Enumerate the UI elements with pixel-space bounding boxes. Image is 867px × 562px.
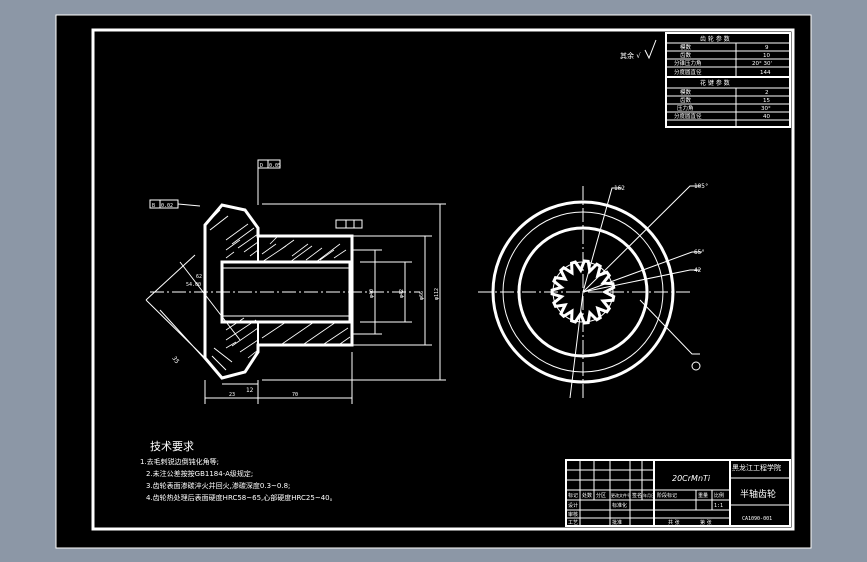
dim-diameter: φ112 — [434, 288, 440, 300]
spline-param-label: 齿数 — [680, 96, 692, 104]
parameter-table — [665, 32, 791, 128]
tb-label-zone: 分区 — [596, 492, 606, 499]
datum-label: D — [260, 163, 263, 169]
tb-label-design: 设计 — [568, 502, 578, 509]
tb-label-sheet-no: 第 张 — [700, 519, 712, 526]
end-view-dims: 162 105° 65° 42 — [614, 183, 708, 274]
dim-radius: 62 — [196, 274, 202, 280]
roughness-symbol — [644, 39, 657, 60]
section-view — [145, 159, 446, 404]
tb-label-weight: 重量 — [698, 492, 708, 499]
tb-label-review: 审核 — [568, 511, 578, 518]
gear-param-label: 分度圆直径 — [674, 68, 702, 76]
spline-teeth — [550, 259, 616, 325]
gear-param-value: 144 — [760, 70, 771, 76]
title-block-text: 20CrMnTi 黑龙江工程学院 半轴齿轮 CA1090-001 1:1 标记 … — [568, 463, 781, 526]
roughness-note: 其余 √ — [620, 51, 641, 60]
dim-length: 23 — [229, 392, 235, 398]
tb-label-sign: 签名 — [632, 492, 642, 499]
gear-params-header: 齿 轮 参 数 — [700, 35, 730, 43]
end-view — [478, 185, 702, 399]
section-view-dims: 0.05 D 0.02 B 62 54.00 35 12 23 70 φ40 φ… — [152, 163, 440, 398]
drawing-number: CA1090-001 — [742, 516, 772, 522]
school-name: 黑龙江工程学院 — [732, 463, 781, 472]
dim-diameter: φ40 — [369, 289, 375, 298]
tolerance-value: 0.05 — [269, 163, 281, 169]
dim-diameter: φ66 — [419, 291, 425, 300]
tolerance-value: 0.02 — [161, 203, 173, 209]
dim-diameter: φ42 — [399, 289, 405, 298]
material-label: 20CrMnTi — [672, 474, 711, 483]
spline-param-label: 压力角 — [677, 104, 694, 112]
dim-length: 35 — [170, 355, 180, 365]
inner-border — [91, 28, 795, 531]
drawing-name: 半轴齿轮 — [740, 488, 776, 500]
tb-label-change: 更改文件号 — [611, 492, 631, 498]
gear-param-label: 模数 — [680, 43, 692, 51]
tb-label-count: 处数 — [582, 492, 592, 499]
spline-param-value: 2 — [765, 90, 769, 96]
tb-label-std: 标准化 — [612, 502, 627, 509]
scale-value: 1:1 — [714, 503, 723, 509]
dim-label: 162 — [614, 185, 625, 192]
tb-label-sheets: 共 张 — [668, 519, 680, 526]
gear-param-value: 9 — [765, 45, 769, 51]
dim-label: 105° — [694, 183, 708, 190]
tb-label-mark: 标记 — [568, 492, 578, 499]
dim-length: 70 — [292, 392, 298, 398]
tech-req-item: 1.去毛刺锐边倒钝化角等; — [140, 457, 219, 466]
gear-param-label: 齿数 — [680, 51, 692, 59]
dim-label: 65° — [694, 249, 705, 256]
spline-param-label: 分度圆直径 — [674, 112, 702, 120]
spline-param-value: 40 — [763, 114, 770, 120]
gear-param-value: 10 — [763, 53, 770, 59]
tech-req-item: 3.齿轮表面渗碳淬火并回火,渗碳深度0.3~0.8; — [146, 481, 290, 490]
datum-label: B — [152, 203, 155, 209]
tb-label-stage: 阶段标记 — [657, 492, 677, 499]
tb-label-process: 工艺 — [568, 520, 578, 526]
spline-profile — [550, 259, 616, 325]
dim-label: 42 — [694, 267, 702, 274]
technical-requirements: 技术要求 1.去毛刺锐边倒钝化角等; 2.未注公差按按GB1184-A级规定; … — [140, 440, 337, 502]
tech-req-item: 4.齿轮热处理后表面硬度HRC58~65,心部硬度HRC25~40。 — [146, 493, 337, 502]
gear-param-value: 20° 30' — [752, 61, 772, 67]
tech-req-item: 2.未注公差按按GB1184-A级规定; — [146, 469, 253, 478]
dim-length: 12 — [246, 387, 254, 394]
tech-req-title: 技术要求 — [150, 440, 194, 453]
dim-radius: 54.00 — [186, 282, 201, 288]
drawing-sheet — [55, 14, 812, 549]
tb-label-scale: 比例 — [714, 492, 724, 499]
tb-label-date: 年月日 — [643, 492, 655, 498]
gear-param-label: 分锥压力角 — [674, 59, 702, 67]
spline-param-value: 15 — [763, 98, 770, 104]
title-block — [565, 459, 791, 527]
parameter-table-text: 齿 轮 参 数 模数 9 齿数 10 分锥压力角 20° 30' 分度圆直径 1… — [674, 35, 772, 120]
tb-label-approve: 批准 — [612, 519, 622, 526]
spline-param-label: 模数 — [680, 88, 692, 96]
spline-params-header: 花 键 参 数 — [700, 79, 730, 87]
spline-param-value: 30° — [761, 106, 771, 112]
